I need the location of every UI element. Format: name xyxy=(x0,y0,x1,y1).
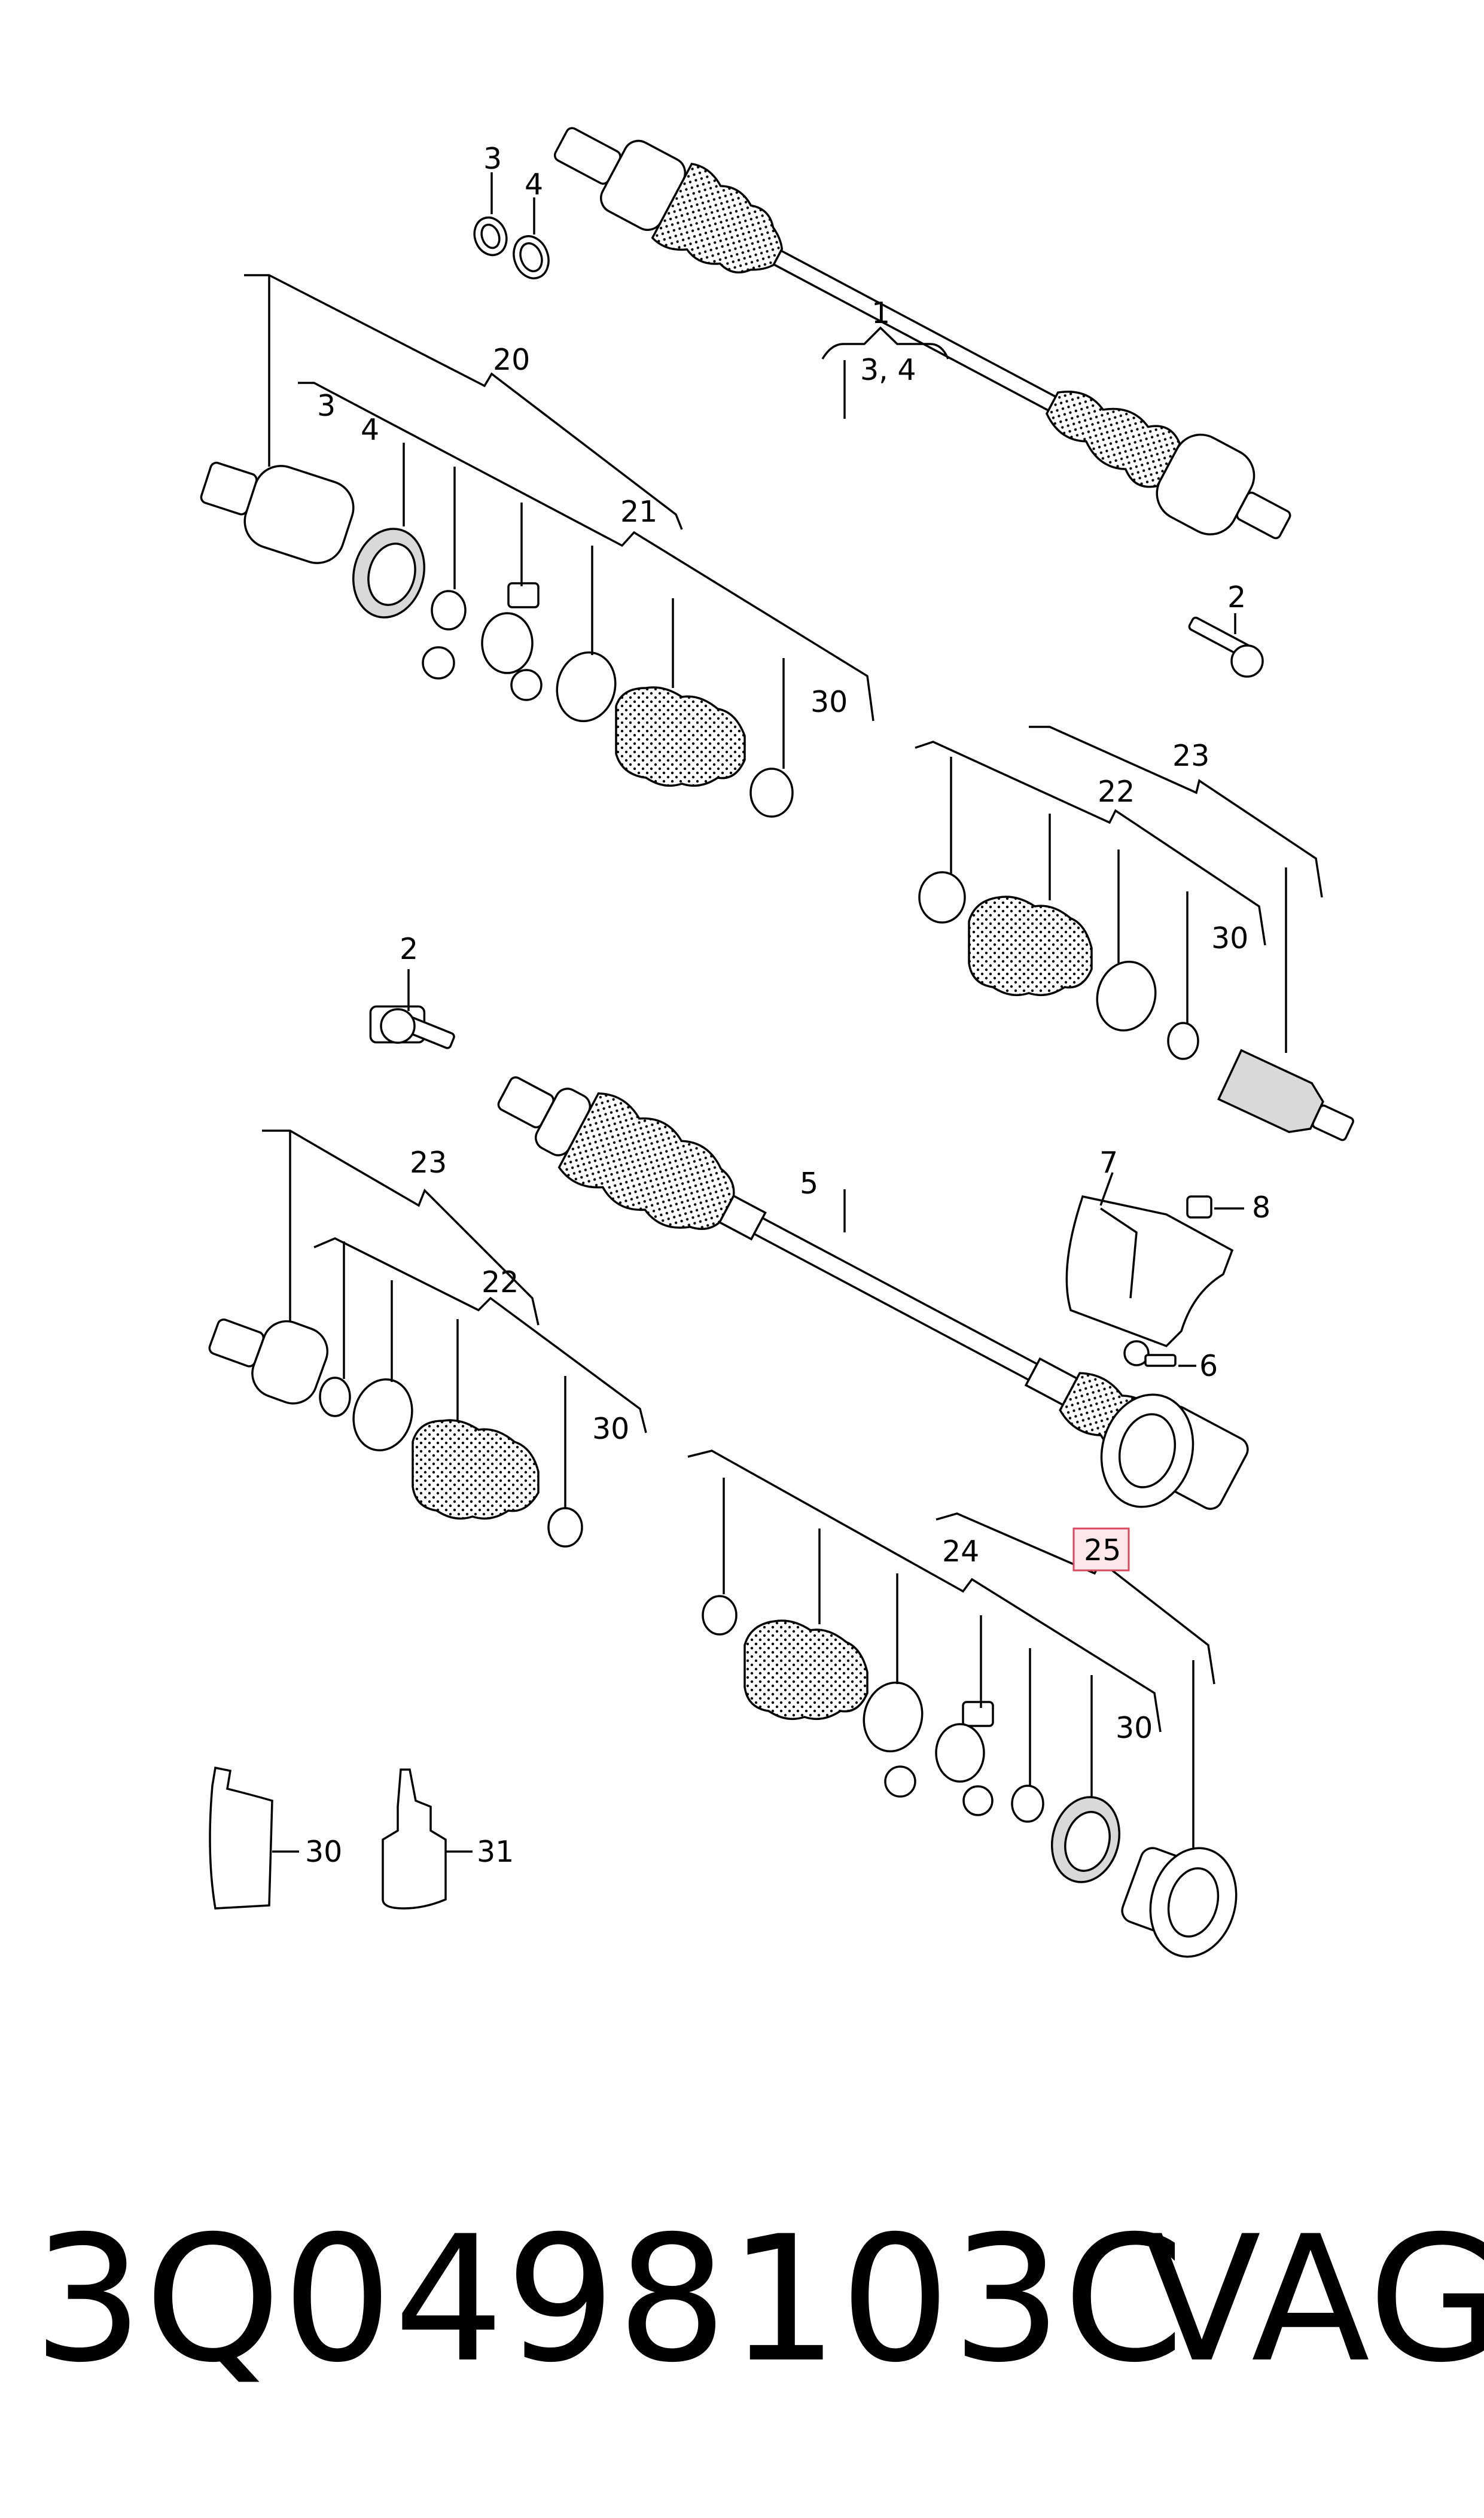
label-31-bottle: 31 xyxy=(477,1835,514,1869)
label-30-c: 30 xyxy=(592,1412,629,1446)
grease-tube-30 xyxy=(209,1766,299,1910)
label-20: 20 xyxy=(493,343,530,377)
label-6: 6 xyxy=(1199,1349,1218,1383)
label-5: 5 xyxy=(800,1167,818,1201)
label-30-d: 30 xyxy=(1116,1711,1153,1745)
label-7: 7 xyxy=(1099,1146,1118,1180)
part-number-text: 3Q0498103C xyxy=(33,2199,1186,2401)
repair-kit-22-23-left xyxy=(208,1129,647,1548)
label-30-a: 30 xyxy=(810,685,848,719)
circlip-3-top xyxy=(473,216,508,257)
label-4-top: 4 xyxy=(525,168,543,202)
highlight-box-25 xyxy=(1072,1527,1130,1572)
label-22-a: 22 xyxy=(1098,775,1135,809)
bolt-6 xyxy=(1123,1340,1196,1367)
label-24: 24 xyxy=(942,1534,979,1569)
ring-4-top xyxy=(513,235,550,279)
label-23-a: 23 xyxy=(1172,739,1209,773)
label-3-4: 3, 4 xyxy=(860,353,916,387)
label-2-mid: 2 xyxy=(400,932,418,966)
heat-shield-7 xyxy=(1065,1172,1234,1348)
label-30-b: 30 xyxy=(1211,921,1248,955)
repair-kit-22-23-right xyxy=(915,726,1354,1141)
label-25: 25 xyxy=(1084,1533,1121,1567)
grease-bottle-31 xyxy=(382,1768,473,1910)
label-22-b: 22 xyxy=(482,1265,519,1299)
label-3-kit: 3 xyxy=(317,389,336,423)
label-8: 8 xyxy=(1252,1191,1270,1225)
repair-kit-20-21 xyxy=(200,274,874,818)
drive-shaft-assembly-middle xyxy=(369,969,1249,1510)
brand-text: VAG xyxy=(1142,2199,1484,2401)
label-2-top: 2 xyxy=(1227,580,1246,614)
label-23-b: 23 xyxy=(410,1146,447,1180)
label-3-top: 3 xyxy=(483,142,502,176)
label-4-kit: 4 xyxy=(361,413,379,447)
bolt-2-top xyxy=(1188,616,1264,678)
nut-8 xyxy=(1186,1195,1244,1219)
label-30-tube: 30 xyxy=(305,1835,342,1869)
label-1: 1 xyxy=(871,296,890,330)
part-number-labels: 1 3, 4 3 4 2 20 3 4 21 30 23 22 30 2 5 7… xyxy=(305,142,1270,1869)
repair-kit-24-25 xyxy=(687,1450,1238,1958)
label-21: 21 xyxy=(620,495,657,529)
drive-shaft-assembly-top xyxy=(473,127,1291,678)
